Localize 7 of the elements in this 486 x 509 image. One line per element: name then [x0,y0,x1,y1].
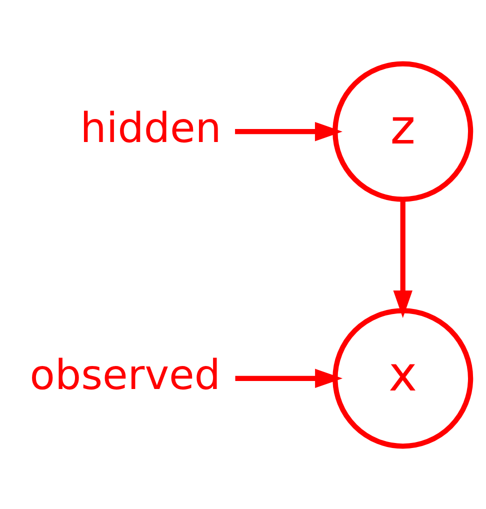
node-text: observed [30,350,220,399]
node-circle: x [332,308,474,448]
node-circle: z [332,60,474,202]
arrow [235,368,343,388]
arrow [235,121,342,141]
arrow [393,199,412,318]
node-text: hidden [80,104,222,152]
